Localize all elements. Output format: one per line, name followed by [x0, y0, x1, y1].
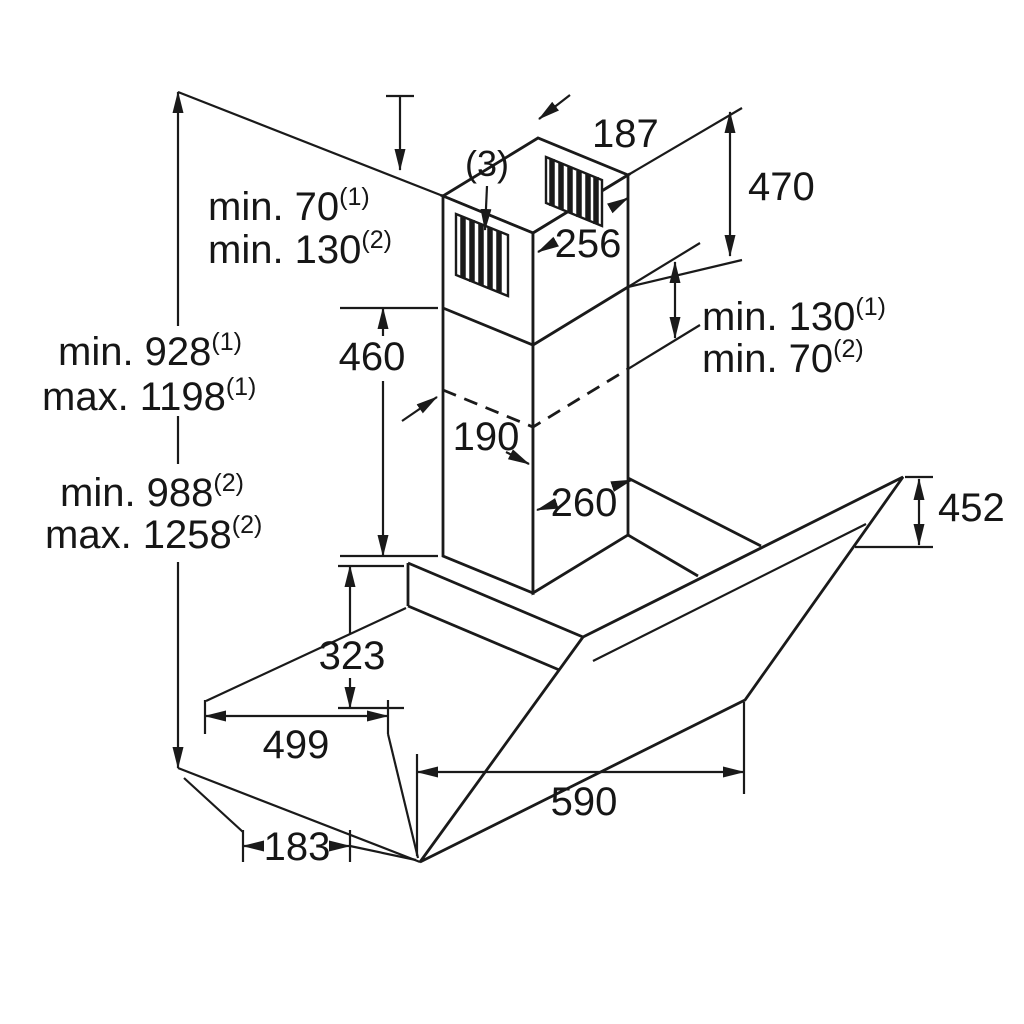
dimension-lines [172, 90, 933, 864]
label-overall-min-recirc: min. 988(2) [60, 469, 244, 515]
label-width-590: 590 [551, 780, 618, 824]
label-height-460: 460 [339, 335, 406, 379]
hood-front-right-edge [627, 533, 699, 578]
label-overall-min-duct: min. 928(1) [58, 328, 242, 374]
label-overlap-1: min. 130(1) [702, 293, 886, 339]
depth-183-ext-right [349, 844, 417, 862]
glass-inner-edge [592, 523, 867, 662]
label-depth-499: 499 [263, 723, 330, 767]
hood-top-right-edge [627, 476, 762, 548]
depth-183-ext-left [183, 777, 244, 833]
hood-bottom-left-edge [407, 604, 584, 682]
label-overall-max-recirc: max. 1258(2) [45, 511, 262, 557]
depth-190-arrow [505, 449, 530, 465]
telescopic-pointer-arrow [401, 396, 438, 422]
width-256-arrow-right [607, 197, 629, 214]
vent-ref-leader [480, 185, 492, 231]
glass-panel-group [418, 475, 905, 864]
label-depth-187: 187 [592, 112, 659, 156]
height-470-ext-top [627, 107, 743, 176]
height-470-ext-bottom [627, 258, 743, 289]
ceiling-extension-line [177, 90, 444, 198]
label-depth-183: 183 [264, 825, 331, 869]
label-height-323: 323 [319, 634, 386, 678]
vent-grille-left-slats [460, 217, 502, 292]
label-overall-max-duct: max. 1198(1) [42, 373, 256, 419]
label-rise-452: 452 [938, 486, 1005, 530]
depth-187-arrow [538, 94, 571, 120]
floor-extension-line [177, 766, 421, 864]
labels-group: min. 70(1) min. 130(2) (3) 187 470 256 m… [42, 112, 1005, 869]
label-vent-ref: (3) [465, 143, 509, 184]
hood-top-left-edge [407, 561, 584, 639]
upper-sleeve-bottom-edge [442, 285, 629, 347]
label-depth-190: 190 [453, 415, 520, 459]
overlap-ext-top [627, 242, 701, 288]
width-256-arrow-left [537, 236, 559, 253]
hood-body-group [406, 476, 762, 682]
overlap-ext-bottom [627, 324, 701, 370]
vent-grille-top-slats [549, 159, 599, 224]
label-width-256: 256 [555, 222, 622, 266]
label-ceiling-gap-2: min. 130(2) [208, 226, 392, 272]
label-ceiling-gap-1: min. 70(1) [208, 183, 370, 229]
label-width-260: 260 [551, 481, 618, 525]
depth-499-ext-right [386, 733, 420, 859]
telescopic-dashed-line [442, 367, 629, 429]
glass-panel [418, 475, 905, 864]
depth-499-ext-left [205, 607, 407, 702]
label-height-470: 470 [748, 165, 815, 209]
label-overlap-2: min. 70(2) [702, 335, 864, 381]
chimney-group [439, 136, 632, 596]
width-260-arrow-right [610, 478, 633, 492]
width-260-arrow-left [536, 498, 559, 512]
